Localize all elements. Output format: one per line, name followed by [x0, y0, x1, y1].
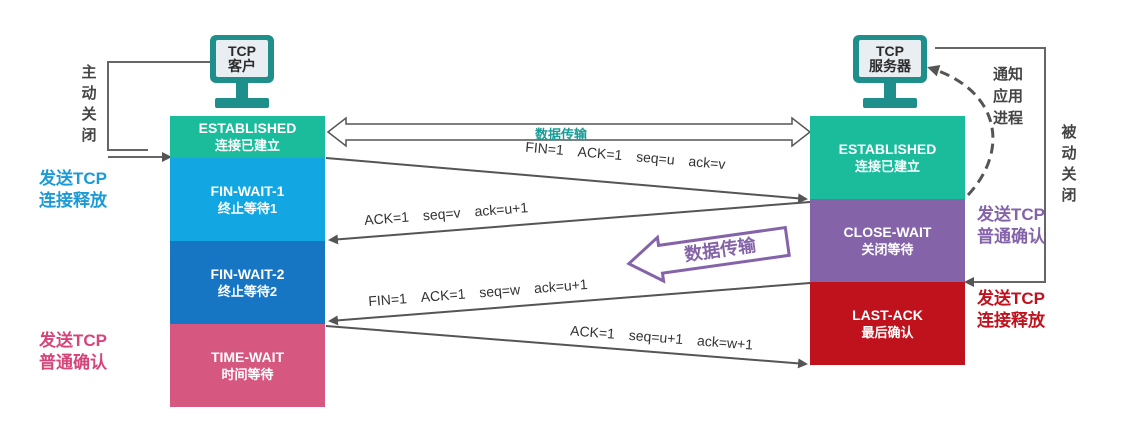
server-state-established: ESTABLISHED 连接已建立 [810, 116, 965, 199]
client-state-fin-wait-1: FIN-WAIT-1 终止等待1 [170, 158, 325, 241]
msg2-arrow [328, 201, 811, 245]
client-send-release-label: 发送TCP 连接释放 [39, 169, 107, 210]
client-state-time-wait: TIME-WAIT 时间等待 [170, 324, 325, 407]
notify-app-label: 通知应用进程 [992, 66, 1023, 127]
notify-app-curve [927, 64, 995, 197]
server-state-last-ack: LAST-ACK 最后确认 [810, 282, 965, 365]
server-stand-base [863, 98, 917, 108]
server-stand-neck [884, 83, 896, 99]
client-state-fin-wait-2: FIN-WAIT-2 终止等待2 [170, 241, 325, 324]
client-send-ack-label: 发送TCP 普通确认 [39, 331, 107, 372]
server-send-ack-label: 发送TCP 普通确认 [977, 205, 1045, 246]
msg1-arrow [325, 157, 808, 204]
data-transfer-top-label: 数据传输 [535, 127, 588, 142]
data-transfer-left-arrow [626, 225, 791, 284]
passive-close-label: 被动关闭 [1061, 124, 1077, 204]
passive-close-line [935, 47, 1046, 283]
server-label-line2: 服务器 [869, 57, 911, 74]
server-label-line1: TCP [876, 42, 904, 59]
server-computer-icon: TCP 服务器 [853, 35, 927, 83]
client-label-line1: TCP [228, 42, 256, 59]
msg3-arrow [328, 282, 811, 326]
server-send-release-label: 发送TCP 连接释放 [977, 289, 1045, 330]
client-computer-icon: TCP 客户 [210, 35, 274, 83]
client-stand-neck [236, 83, 248, 99]
msg4-arrow [325, 325, 808, 369]
server-state-close-wait: CLOSE-WAIT 关闭等待 [810, 199, 965, 282]
client-label-line2: 客户 [228, 57, 256, 74]
active-close-line [107, 61, 210, 151]
active-close-label: 主动关闭 [81, 64, 97, 144]
client-stand-base [215, 98, 269, 108]
client-state-established: ESTABLISHED 连接已建立 [170, 116, 325, 158]
